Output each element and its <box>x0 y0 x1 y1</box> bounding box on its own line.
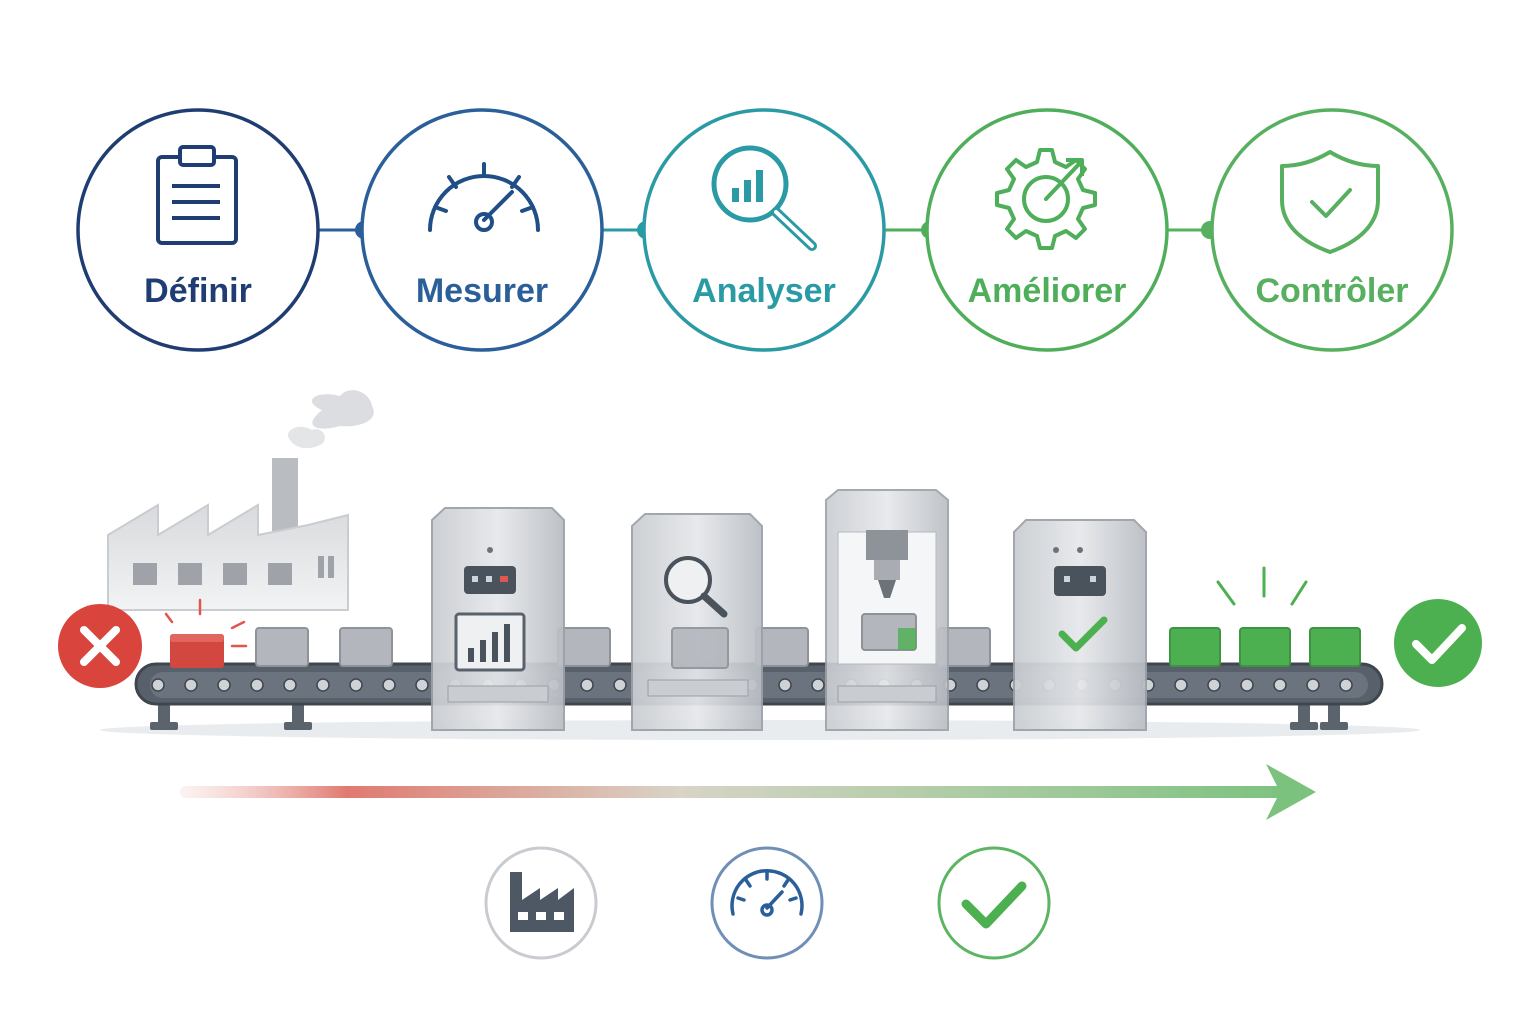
conveyor-items <box>255 627 991 667</box>
conveyor-roller <box>217 678 231 692</box>
check-icon <box>1058 616 1108 652</box>
machine-measure <box>431 507 565 731</box>
step-analyze <box>642 108 886 352</box>
conveyor-roller <box>1174 678 1188 692</box>
step-label-improve: Améliorer <box>967 272 1127 310</box>
step-circle <box>76 108 320 352</box>
conveyor-roller <box>1207 678 1221 692</box>
bottom-gauge <box>710 846 824 960</box>
magnifier-chart-icon <box>711 145 817 251</box>
step-define <box>76 108 320 352</box>
good-items <box>1169 566 1361 667</box>
step-label-measure: Mesurer <box>415 272 549 310</box>
conveyor-roller <box>613 678 627 692</box>
clipboard-icon <box>156 145 238 245</box>
gear-arrow-icon <box>995 148 1097 250</box>
defective-item <box>164 598 248 668</box>
conveyor-roller <box>349 678 363 692</box>
step-control <box>1210 108 1454 352</box>
conveyor-roller <box>184 678 198 692</box>
conveyor-roller <box>1273 678 1287 692</box>
conveyor-roller <box>811 678 825 692</box>
conveyor-roller <box>1339 678 1353 692</box>
conveyor-roller <box>415 678 429 692</box>
step-label-control: Contrôler <box>1255 272 1409 310</box>
machine-control <box>1013 519 1147 731</box>
step-circle <box>1210 108 1454 352</box>
factory-building <box>107 390 374 611</box>
reject-badge <box>58 604 142 688</box>
machine-analyze <box>631 513 763 731</box>
bar-chart-icon <box>468 624 510 662</box>
cross-icon <box>80 626 120 666</box>
bottom-check <box>937 846 1051 960</box>
check-icon <box>961 881 1027 929</box>
conveyor-roller <box>976 678 990 692</box>
smoke-puff <box>288 426 325 449</box>
step-label-analyze: Analyser <box>692 272 836 310</box>
accept-badge <box>1394 599 1482 687</box>
step-label-define: Définir <box>144 272 252 310</box>
machine-improve <box>825 489 949 731</box>
step-measure <box>360 108 604 352</box>
chimney <box>272 458 298 538</box>
conveyor-roller <box>1240 678 1254 692</box>
conveyor-roller <box>580 678 594 692</box>
conveyor-roller <box>382 678 396 692</box>
conveyor-roller <box>250 678 264 692</box>
conveyor-roller <box>778 678 792 692</box>
gauge-icon <box>428 162 540 232</box>
conveyor-roller <box>151 678 165 692</box>
smoke-cloud <box>311 390 374 429</box>
step-circle <box>925 108 1169 352</box>
magnifier-icon <box>664 556 728 618</box>
progress-arrow <box>180 764 1316 820</box>
conveyor-roller <box>283 678 297 692</box>
step-improve <box>925 108 1169 352</box>
bottom-factory <box>484 846 598 960</box>
gauge-icon <box>730 868 804 917</box>
conveyor-roller <box>1306 678 1320 692</box>
check-icon <box>1412 624 1466 664</box>
shield-check-icon <box>1280 150 1380 254</box>
conveyor-roller <box>316 678 330 692</box>
step-circle <box>642 108 886 352</box>
